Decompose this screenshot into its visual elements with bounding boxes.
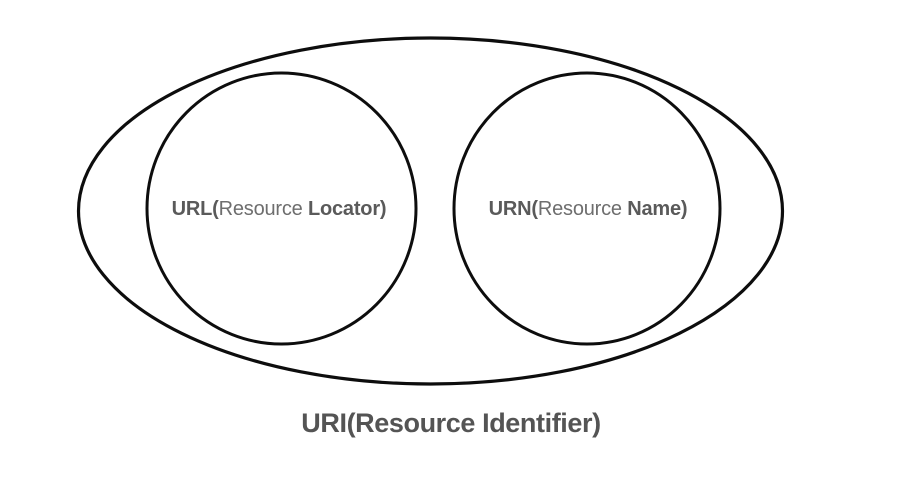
inner-circle-url-shape xyxy=(145,71,418,346)
outer-ellipse-uri-shape xyxy=(76,36,785,386)
inner-circle-urn-shape xyxy=(452,71,722,346)
